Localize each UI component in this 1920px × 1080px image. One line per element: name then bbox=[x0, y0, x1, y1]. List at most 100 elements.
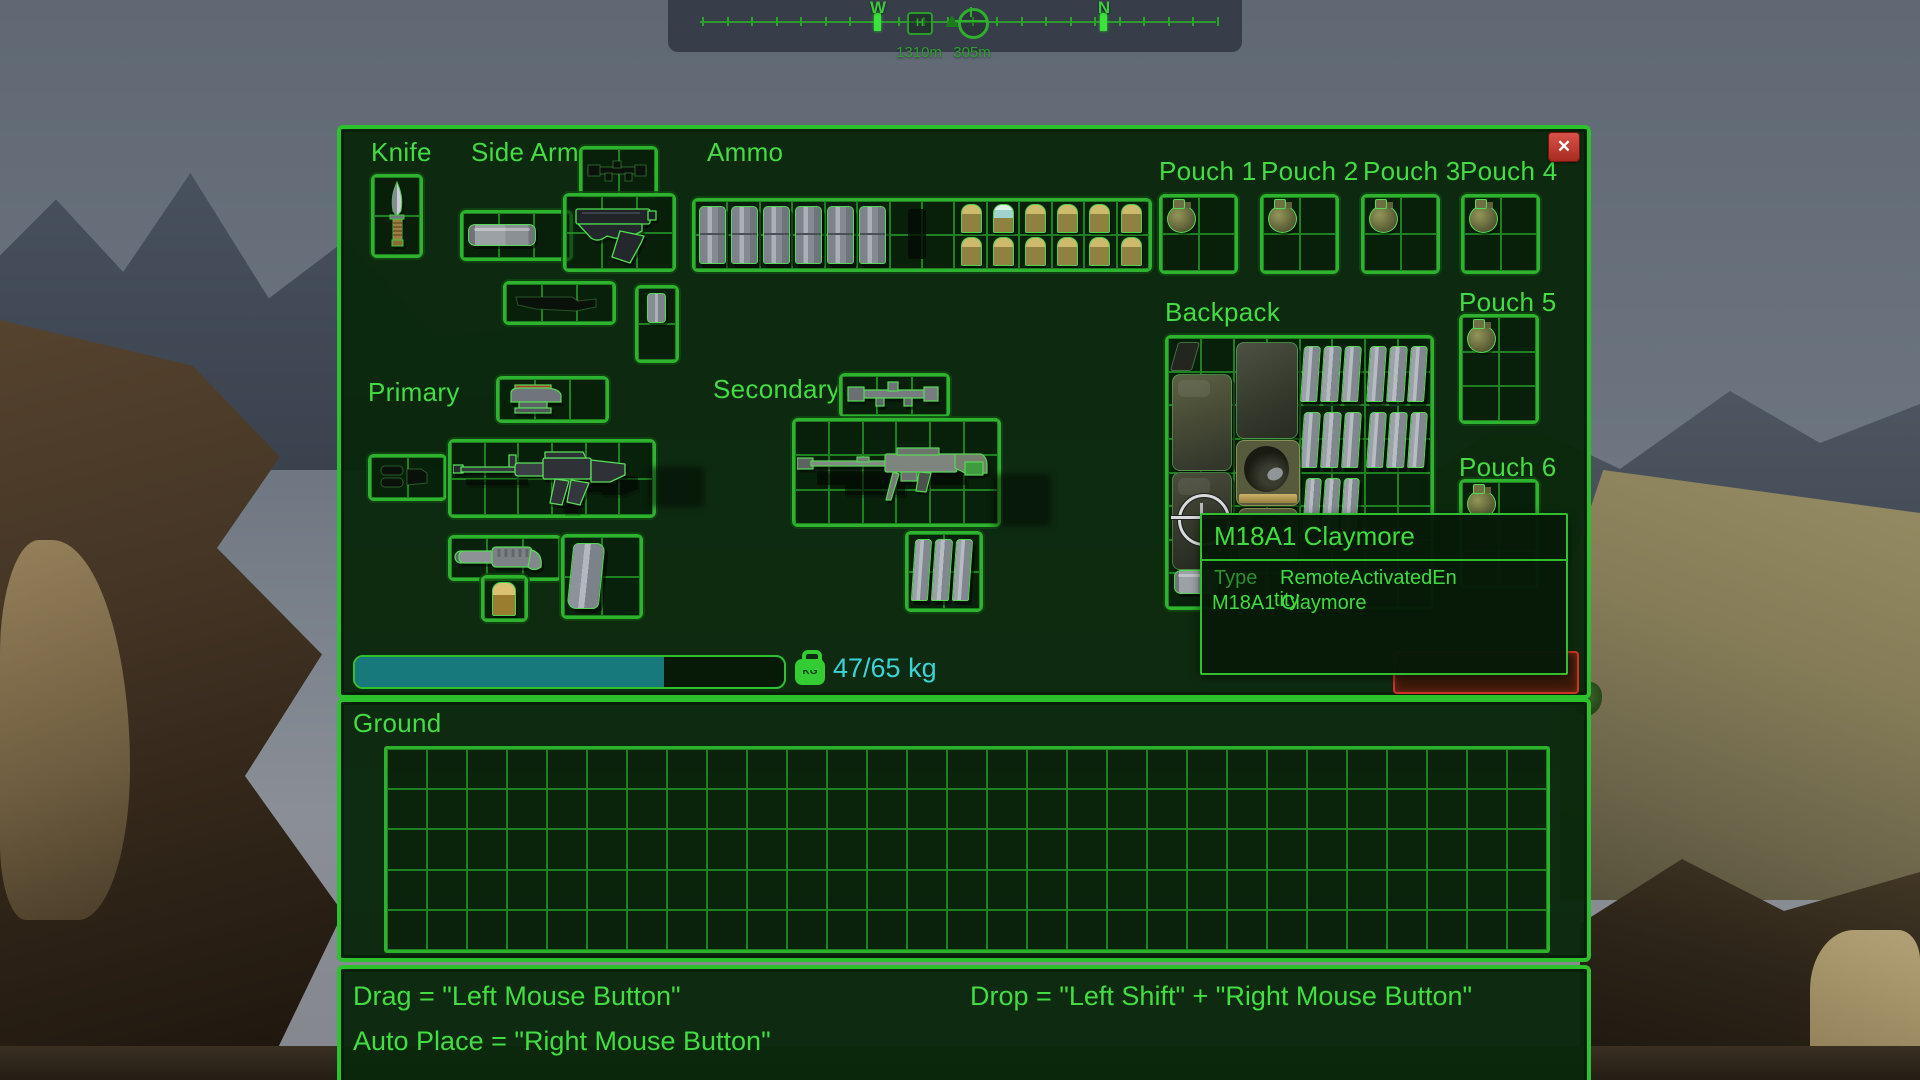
m4-rifle-icon[interactable] bbox=[452, 445, 649, 520]
grid-cell[interactable] bbox=[707, 869, 747, 910]
grid-cell[interactable] bbox=[1387, 869, 1427, 910]
shell-icon[interactable] bbox=[1121, 237, 1142, 266]
grid-cell[interactable] bbox=[1364, 197, 1401, 234]
grid-cell[interactable] bbox=[787, 869, 827, 910]
grid-cell[interactable] bbox=[1467, 869, 1507, 910]
grid-cell[interactable] bbox=[507, 869, 547, 910]
grid-cell[interactable] bbox=[1507, 789, 1547, 830]
grid-cell[interactable] bbox=[1107, 749, 1147, 790]
grid-cell[interactable] bbox=[1267, 869, 1307, 910]
grid-cell[interactable] bbox=[619, 478, 653, 515]
grid-cell[interactable] bbox=[896, 489, 931, 524]
grid-cell[interactable] bbox=[921, 235, 955, 269]
grid-cell[interactable] bbox=[947, 869, 987, 910]
pouch1-grid[interactable] bbox=[1159, 194, 1238, 274]
ground-grid[interactable] bbox=[384, 746, 1550, 953]
secondary-weapon-grid[interactable] bbox=[792, 418, 1001, 527]
grid-cell[interactable] bbox=[484, 578, 525, 619]
grid-cell[interactable] bbox=[1067, 869, 1107, 910]
grid-cell[interactable] bbox=[1398, 472, 1431, 507]
grid-cell[interactable] bbox=[1307, 829, 1347, 870]
grid-cell[interactable] bbox=[787, 909, 827, 950]
grid-cell[interactable] bbox=[828, 455, 863, 490]
grid-cell[interactable] bbox=[1027, 829, 1067, 870]
grid-cell[interactable] bbox=[1107, 909, 1147, 950]
grid-cell[interactable] bbox=[1147, 789, 1187, 830]
grid-cell[interactable] bbox=[1507, 869, 1547, 910]
grid-cell[interactable] bbox=[387, 829, 427, 870]
grid-cell[interactable] bbox=[484, 478, 519, 515]
grid-cell[interactable] bbox=[667, 909, 707, 950]
grid-cell[interactable] bbox=[1019, 235, 1052, 269]
rifle-mag-icon[interactable] bbox=[699, 206, 726, 264]
primary-attachment-slot[interactable] bbox=[368, 454, 447, 501]
grid-cell[interactable] bbox=[986, 201, 1020, 235]
shell-icon[interactable] bbox=[1089, 204, 1110, 233]
grid-cell[interactable] bbox=[867, 909, 907, 950]
grid-cell[interactable] bbox=[1467, 829, 1507, 870]
grid-cell[interactable] bbox=[547, 909, 587, 950]
pouch3-grid[interactable] bbox=[1361, 194, 1440, 274]
grid-cell[interactable] bbox=[947, 749, 987, 790]
grid-cell[interactable] bbox=[986, 235, 1020, 269]
grid-cell[interactable] bbox=[1027, 749, 1067, 790]
grid-cell[interactable] bbox=[795, 421, 829, 456]
secondary-mag-slot[interactable] bbox=[905, 531, 983, 612]
grid-cell[interactable] bbox=[1364, 234, 1401, 271]
shell-icon[interactable] bbox=[961, 204, 982, 233]
grid-cell[interactable] bbox=[921, 201, 955, 235]
rifle-mag-icon[interactable] bbox=[763, 206, 790, 264]
grid-cell[interactable] bbox=[747, 829, 787, 870]
grid-cell[interactable] bbox=[587, 749, 627, 790]
shell-icon[interactable] bbox=[1057, 204, 1078, 233]
grid-cell[interactable] bbox=[451, 478, 485, 515]
grid-cell[interactable] bbox=[707, 789, 747, 830]
pistol-mag-slot[interactable] bbox=[635, 285, 679, 363]
grid-cell[interactable] bbox=[862, 489, 897, 524]
primary-weapon-grid[interactable] bbox=[448, 439, 656, 520]
grid-cell[interactable] bbox=[484, 442, 519, 479]
grid-cell[interactable] bbox=[1051, 201, 1085, 235]
grid-cell[interactable] bbox=[627, 789, 667, 830]
grid-cell[interactable] bbox=[1387, 789, 1427, 830]
grid-cell[interactable] bbox=[787, 789, 827, 830]
grid-cell[interactable] bbox=[1116, 201, 1149, 235]
grid-cell[interactable] bbox=[1027, 789, 1067, 830]
shell-icon[interactable] bbox=[993, 237, 1014, 266]
grid-cell[interactable] bbox=[795, 489, 829, 524]
pouch5-grid[interactable] bbox=[1459, 314, 1539, 424]
grid-cell[interactable] bbox=[867, 789, 907, 830]
shell-icon[interactable] bbox=[1089, 237, 1110, 266]
grid-cell[interactable] bbox=[1499, 317, 1536, 352]
close-button[interactable]: ✕ bbox=[1548, 132, 1580, 162]
grid-cell[interactable] bbox=[787, 829, 827, 870]
grid-cell[interactable] bbox=[1200, 338, 1234, 372]
grid-cell[interactable] bbox=[547, 829, 587, 870]
sidearm-attachment-slot[interactable] bbox=[503, 281, 616, 325]
grid-cell[interactable] bbox=[507, 789, 547, 830]
grid-cell[interactable] bbox=[1307, 789, 1347, 830]
shell-icon[interactable] bbox=[961, 237, 982, 266]
grid-cell[interactable] bbox=[1019, 201, 1052, 235]
mag-bundle-icon[interactable] bbox=[1300, 412, 1362, 468]
grid-cell[interactable] bbox=[1400, 234, 1437, 271]
grid-cell[interactable] bbox=[387, 869, 427, 910]
grid-cell[interactable] bbox=[862, 421, 897, 456]
grid-cell[interactable] bbox=[828, 421, 863, 456]
grid-cell[interactable] bbox=[1051, 235, 1085, 269]
grid-cell[interactable] bbox=[1187, 909, 1227, 950]
barrett-rifle-icon[interactable] bbox=[796, 429, 995, 522]
rifle-mag-icon[interactable] bbox=[859, 206, 886, 264]
grid-cell[interactable] bbox=[427, 869, 467, 910]
grid-cell[interactable] bbox=[1027, 869, 1067, 910]
ammo-grid[interactable] bbox=[692, 198, 1152, 272]
primary-optic-slot[interactable] bbox=[496, 376, 609, 423]
grid-cell[interactable] bbox=[1107, 829, 1147, 870]
pistol-icon[interactable] bbox=[572, 199, 666, 270]
sidearm-sight-slot[interactable] bbox=[579, 146, 658, 197]
grid-cell[interactable] bbox=[1084, 201, 1117, 235]
grid-cell[interactable] bbox=[587, 829, 627, 870]
sidearm-suppressor-slot[interactable] bbox=[460, 210, 573, 261]
grid-cell[interactable] bbox=[427, 789, 467, 830]
shell-icon[interactable] bbox=[1025, 204, 1046, 233]
